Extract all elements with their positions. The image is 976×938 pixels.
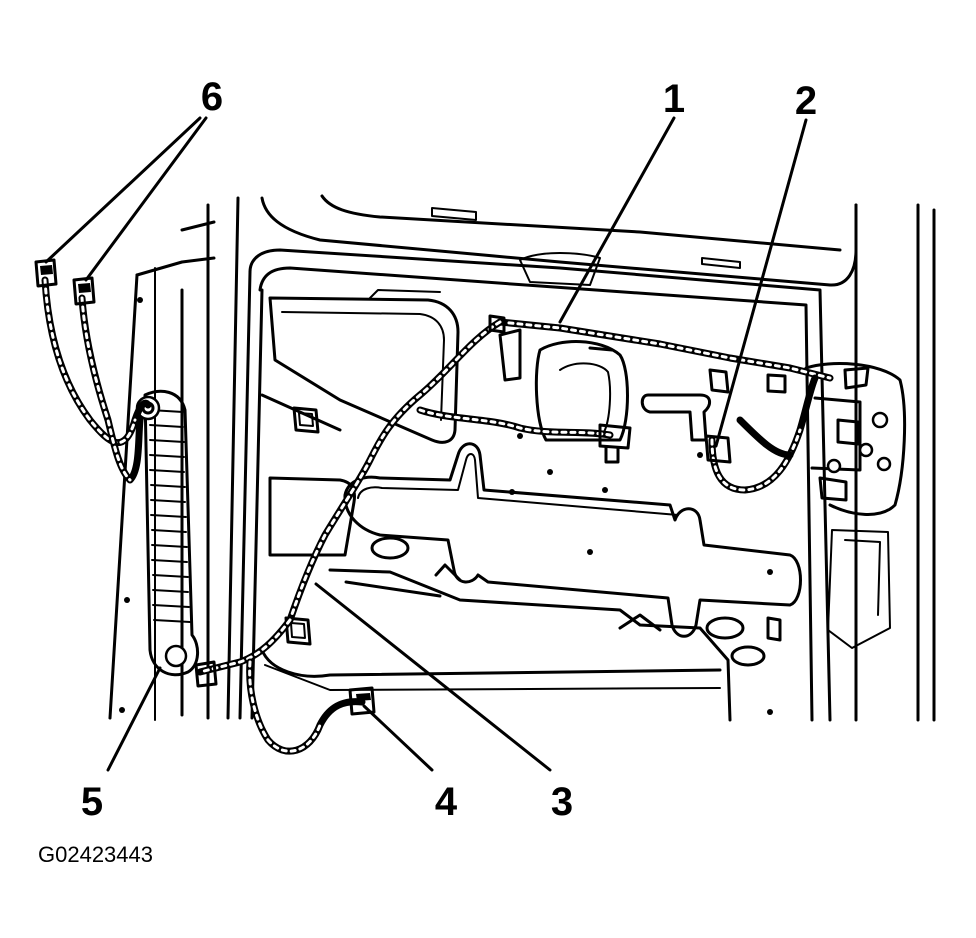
callout-1: 1: [663, 77, 685, 121]
door-latch-assembly: [804, 362, 907, 516]
callout-5: 5: [81, 780, 103, 824]
harness-connector-4: [348, 686, 376, 716]
door-wiring-harness: [194, 314, 834, 755]
callout-6: 6: [201, 75, 223, 119]
callout-2: 2: [795, 79, 817, 123]
body-harness-connectors-6: [34, 258, 152, 484]
figure-id: G02423443: [38, 842, 153, 867]
callout-leaders: [44, 116, 808, 772]
inner-door-panel: [238, 248, 832, 722]
door-body: [108, 194, 936, 722]
callout-4: 4: [435, 780, 458, 824]
callout-3: 3: [551, 780, 573, 824]
rubber-grommet-conduit: [135, 389, 199, 677]
callout-labels: 1 2 3 4 5 6: [81, 75, 817, 824]
